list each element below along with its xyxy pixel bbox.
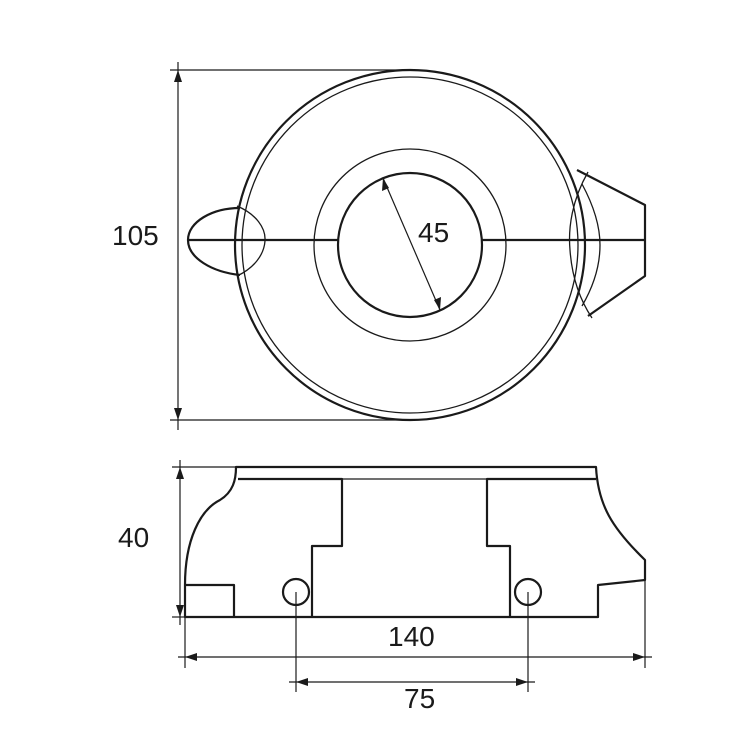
dimension-label-75: 75 [404, 683, 435, 714]
dimension-40: 40 [118, 460, 236, 625]
side-view-left-foot [185, 583, 236, 617]
arrow-140-left [185, 653, 197, 661]
top-view-outer-rim [233, 68, 587, 422]
top-view-inner-rim [241, 76, 579, 414]
top-view [186, 68, 647, 422]
dimension-75: 75 [289, 592, 535, 714]
top-view-right-lug-edge [581, 183, 601, 307]
top-view-recess-ring [313, 148, 507, 342]
dimension-label-40: 40 [118, 522, 149, 553]
dimension-label-105: 105 [112, 220, 159, 251]
side-view-left-step [238, 477, 344, 617]
arrow-140-right [633, 653, 645, 661]
dimension-line-45 [382, 177, 441, 311]
arrow-40-bottom [176, 605, 184, 617]
dimension-label-45: 45 [418, 217, 449, 248]
dimension-105: 105 [112, 62, 410, 430]
dimension-140: 140 [178, 580, 652, 668]
arrow-75-left [296, 678, 308, 686]
arrow-105-bottom [174, 408, 182, 420]
top-view-bore [336, 171, 484, 319]
arrow-45-bottom [434, 297, 441, 310]
arrow-105-top [174, 70, 182, 82]
dimension-45: 45 [382, 177, 449, 311]
arrow-75-right [516, 678, 528, 686]
side-view-outline [183, 465, 647, 619]
top-view-right-lug-fillet [568, 171, 593, 319]
dimension-label-140: 140 [388, 621, 435, 652]
arrow-40-top [176, 467, 184, 479]
top-view-right-lug [576, 169, 647, 317]
arrow-45-top [382, 178, 389, 191]
side-view-right-step [485, 477, 596, 617]
top-view-left-lug [186, 206, 241, 277]
side-view [183, 465, 647, 619]
